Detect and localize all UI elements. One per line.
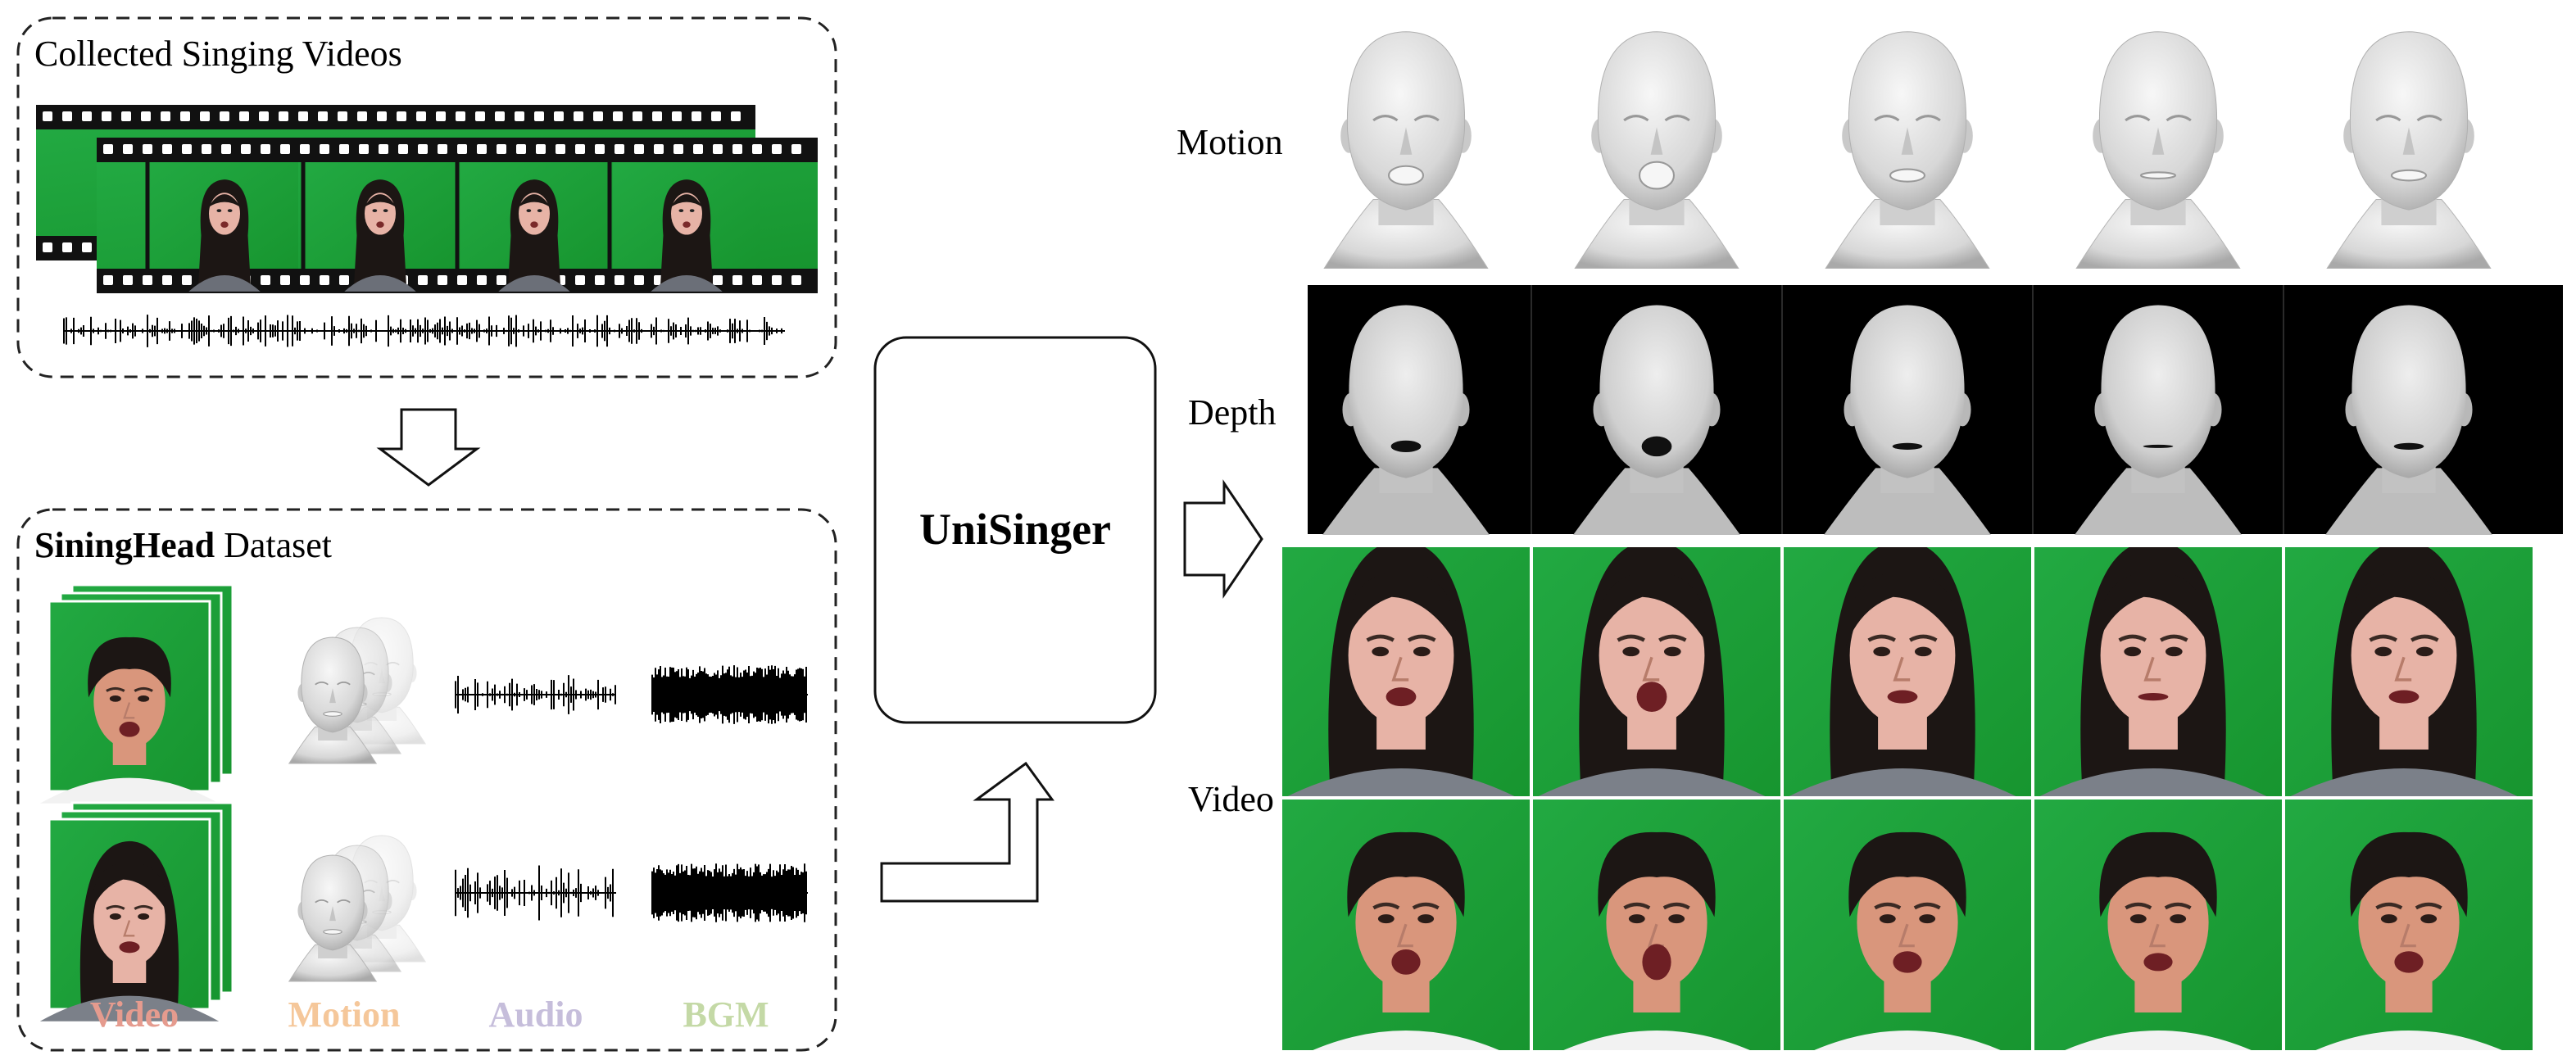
legend-motion: Motion [288,994,401,1035]
depth-map-frame [2032,285,2242,535]
depth-map-frame [1531,285,1740,535]
motion-mesh-head [1323,31,1489,269]
dataset-panel: SiningHead Dataset Video Motion Audio BG… [16,508,837,1052]
dataset-panel-title: SiningHead Dataset [34,525,332,565]
motion-mesh-head [1574,31,1739,269]
row-label-depth: Depth [1188,392,1277,433]
motion-row [1323,31,2492,269]
film-frame [455,162,608,292]
row-label-motion: Motion [1177,122,1283,162]
collected-panel-title: Collected Singing Videos [34,34,402,74]
film-frame [145,162,298,292]
outputs-panel: Motion Depth Video [1177,31,2563,1050]
video-frame [2034,800,2282,1050]
video-frame [1533,800,1780,1050]
row-label-video: Video [1188,779,1274,819]
legend-audio: Audio [489,994,583,1035]
video-row-male [1282,800,2533,1050]
dataset-name: SiningHead [34,525,215,565]
dataset-title-suffix: Dataset [215,525,332,565]
motion-mesh-head [2326,31,2492,269]
collected-panel-border [16,16,837,378]
film-frame [301,162,454,292]
video-frame [1784,547,2031,796]
film-frame [607,162,760,292]
modality-legend: Video Motion Audio BGM [90,994,769,1035]
dataset-sample-row [39,583,808,804]
motion-mesh-stack [288,617,427,764]
motion-mesh-head [2075,31,2241,269]
motion-mesh-head [1825,31,1990,269]
video-frame [1533,547,1780,796]
video-frame [2285,547,2533,796]
video-frame [2285,800,2533,1050]
depth-map-frame [1781,285,1991,535]
video-frame [1282,547,1530,796]
right-arrow-icon [1183,479,1263,599]
dataset-sample-row [39,801,808,1021]
depth-row [1308,285,2563,535]
video-row-female [1282,547,2533,796]
audio-waveform [455,675,616,714]
video-card-stack [39,801,234,1021]
singing-audio-waveform [63,315,785,347]
depth-map-frame [2283,285,2492,535]
bgm-waveform [651,665,808,724]
down-arrow-icon [376,408,481,487]
bgm-waveform [651,863,808,922]
legend-video: Video [90,994,179,1035]
video-card-stack [39,583,234,804]
unisinger-model-box: UniSinger [873,336,1157,724]
model-label: UniSinger [919,505,1111,554]
dataset-panel-border [16,508,837,1052]
video-frame [2034,547,2282,796]
legend-bgm: BGM [683,994,769,1035]
bent-up-arrow-icon [880,761,1054,903]
video-frame [1784,800,2031,1050]
audio-waveform [455,865,616,921]
motion-mesh-stack [288,835,427,982]
film-strip-front [97,138,818,293]
collected-videos-panel: Collected Singing Videos [16,16,837,378]
video-frame [1282,800,1530,1050]
depth-map-frame [1322,305,1490,535]
